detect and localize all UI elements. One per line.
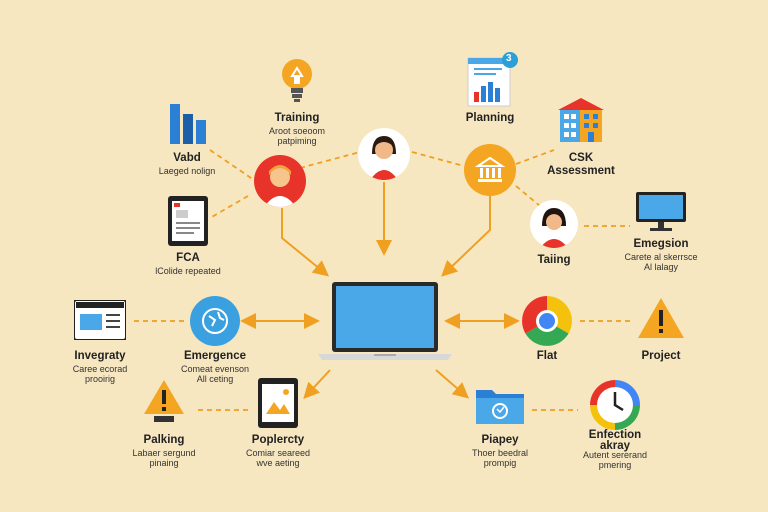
link-laptop-poplercty [303,369,331,399]
invegraty-sub: Caree ecorad prooirig [72,364,128,384]
vabd-label: Vabd [173,152,201,164]
link-avatar-red-laptop [281,208,330,277]
id-card-icon [73,299,127,341]
emergence-sub: Comeat evenson All ceting [180,364,250,384]
link-avatar-fca [209,195,249,219]
poplercty-sub: Comiar seareed wve aeting [245,448,311,468]
csk-label: CSK Assessment [547,152,615,177]
link-bank-laptop [441,196,491,277]
building-icon [556,96,606,144]
notification-badge: 3 [506,53,512,64]
piapey-sub: Thoer beedral prompig [471,448,529,468]
emegsion-label: Emegsion [633,238,689,250]
poplercty-label: Poplercty [251,434,305,446]
enfection-label: Enfection akray [588,429,642,452]
link-bank-csk [515,149,555,165]
link-avatar-bank [411,151,465,167]
training-sub: Aroot soeoom patpiming [268,126,326,146]
globe-icon [190,296,240,346]
training-label: Training [274,112,320,124]
image-tablet-icon [258,378,298,428]
lightbulb-icon [281,58,313,112]
emegsion-sub: Carete al skerrsce Al lalagy [624,252,698,272]
browser-icon [522,296,572,346]
vabd-sub: Laeged nolign [158,166,216,176]
project-label: Project [641,350,681,362]
link-vabd-avatar [209,149,255,181]
emergence-label: Emergence [183,350,247,362]
person-avatar-taiing [530,200,578,248]
invegraty-label: Invegraty [74,350,126,362]
fca-sub: lColide repeated [155,266,221,276]
laptop-icon [318,282,452,362]
warning-sign-icon [142,378,186,424]
taiing-label: Taiing [537,254,571,266]
palking-sub: Labaer sergund pinaing [132,448,196,468]
document-tablet-icon [168,196,208,246]
link-laptop-piapey [435,369,470,399]
piapey-label: Piapey [481,434,519,446]
bar-chart-icon [168,104,210,144]
enfection-sub: Autent sererand pmering [582,450,648,470]
monitor-icon [636,192,686,232]
link-bank-taiing [515,185,541,207]
report-icon: 3 [466,52,520,108]
person-avatar-top [358,128,410,180]
folder-icon [476,384,524,424]
warning-icon [636,296,686,340]
bank-icon [464,144,516,196]
palking-label: Palking [143,434,185,446]
clock-icon [590,380,640,430]
planning-label: Planning [465,112,515,124]
flat-label: Flat [536,350,558,362]
link-avatar-avatar [299,151,361,169]
person-avatar-red [254,155,306,207]
fca-label: FCA [176,252,200,264]
